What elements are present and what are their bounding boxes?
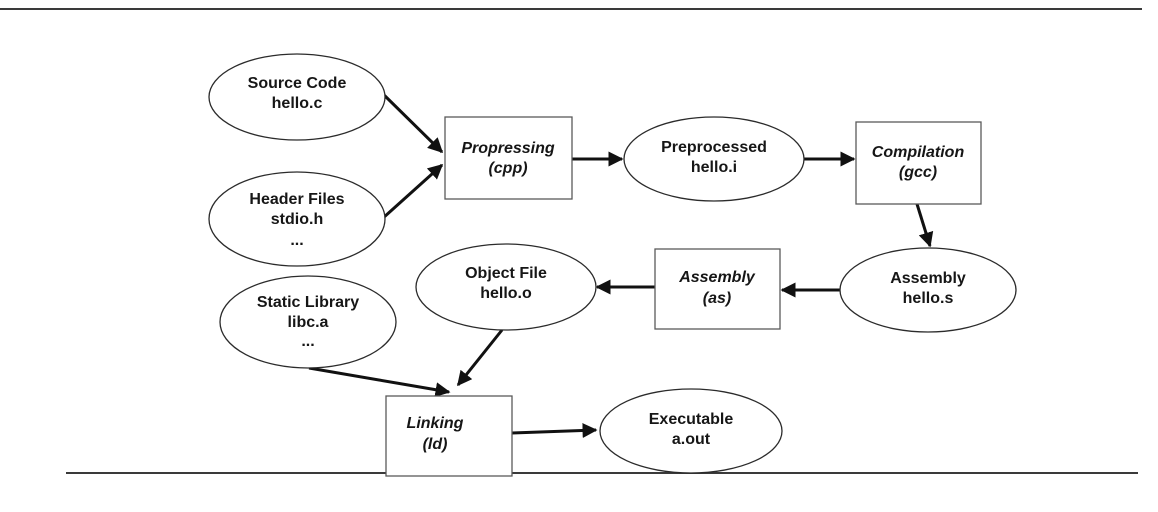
node-linking-line1: Linking — [407, 415, 464, 432]
node-header-files: Header Files stdio.h ... — [208, 171, 386, 267]
node-executable-line1: Executable — [649, 411, 734, 428]
node-assembly-file: Assembly hello.s — [839, 247, 1017, 333]
node-executable-line2: a.out — [672, 431, 711, 448]
node-assembly-file-line2: hello.s — [903, 290, 954, 307]
node-preprocessing: Propressing (cpp) — [444, 116, 573, 200]
node-preprocessing-line1: Propressing — [461, 140, 555, 157]
node-static-library-line2: libc.a — [288, 314, 329, 331]
arrow-compilation-to-assembly-file — [915, 203, 934, 248]
node-executable: Executable a.out — [599, 388, 783, 474]
node-source-code: Source Code hello.c — [208, 53, 386, 141]
node-preprocessed-line1: Preprocessed — [661, 139, 767, 156]
node-compilation-line2: (gcc) — [899, 164, 937, 181]
node-compilation: Compilation (gcc) — [855, 121, 982, 205]
node-source-code-line1: Source Code — [248, 75, 347, 92]
node-static-library: Static Library libc.a ... — [219, 275, 397, 369]
node-header-files-line2: stdio.h — [271, 211, 323, 228]
node-assembly-step-line1: Assembly — [678, 269, 756, 286]
node-object-file: Object File hello.o — [415, 243, 597, 331]
node-object-file-line2: hello.o — [480, 285, 532, 302]
node-object-file-line1: Object File — [465, 265, 547, 282]
node-static-library-line1: Static Library — [257, 294, 359, 311]
node-source-code-line2: hello.c — [272, 95, 323, 112]
node-preprocessed: Preprocessed hello.i — [623, 116, 805, 202]
node-assembly-step-line2: (as) — [703, 290, 731, 307]
arrow-linking-to-executable — [511, 422, 598, 438]
arrow-source-to-preprocessing — [381, 92, 444, 154]
node-preprocessing-line2: (cpp) — [488, 160, 527, 177]
top-rule — [0, 8, 1142, 10]
arrow-static-library-to-linking — [308, 366, 451, 398]
arrow-header-to-preprocessing — [381, 163, 444, 220]
arrow-object-file-to-linking — [456, 329, 504, 387]
bottom-rule — [66, 472, 1138, 474]
node-assembly-file-line1: Assembly — [890, 270, 966, 287]
node-compilation-line1: Compilation — [872, 144, 965, 161]
node-header-files-line1: Header Files — [249, 191, 344, 208]
node-linking-line2: (ld) — [423, 436, 448, 453]
node-linking: Linking (ld) — [385, 395, 513, 477]
node-static-library-line3: ... — [301, 333, 314, 350]
node-header-files-line3: ... — [290, 232, 303, 249]
node-assembly-step: Assembly (as) — [654, 248, 781, 330]
node-preprocessed-line2: hello.i — [691, 159, 737, 176]
